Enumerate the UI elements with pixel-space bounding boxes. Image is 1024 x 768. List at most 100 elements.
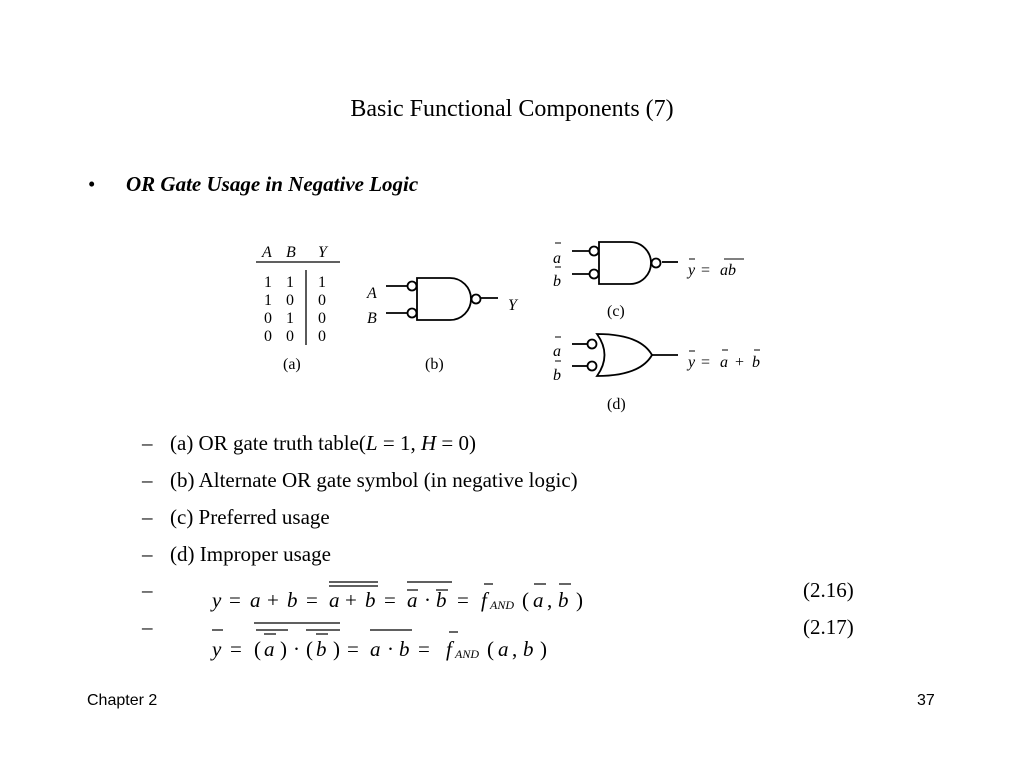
eq216-f: f bbox=[481, 588, 490, 612]
tt-r3c1: 0 bbox=[286, 328, 294, 345]
tt-r0c0: 1 bbox=[264, 274, 272, 291]
gate-b-label-y: Y bbox=[508, 297, 519, 314]
list-text-d: (d) Improper usage bbox=[170, 542, 331, 566]
eq217-y: y bbox=[210, 637, 222, 661]
gate-b-bubble-2 bbox=[406, 307, 418, 319]
eq216-eq2: = bbox=[306, 588, 318, 612]
footer-page-number: 37 bbox=[917, 692, 935, 709]
eq216-plus2: + bbox=[345, 588, 357, 612]
tt-header-y: Y bbox=[318, 244, 329, 261]
slide-title: Basic Functional Components (7) bbox=[350, 96, 674, 122]
eq216-b1: b bbox=[287, 588, 298, 612]
eq216-b4: b bbox=[558, 588, 569, 612]
list-item-c: –(c) Preferred usage bbox=[142, 505, 330, 530]
list-text-b: (b) Alternate OR gate symbol (in negativ… bbox=[170, 468, 578, 492]
tt-r2c0: 0 bbox=[264, 310, 272, 327]
list-dash: – bbox=[142, 578, 153, 602]
list-dash: – bbox=[142, 431, 153, 455]
gate-b-output-bubble bbox=[470, 293, 482, 305]
gate-b-label-b: B bbox=[367, 310, 377, 327]
eq216-dot: · bbox=[424, 588, 431, 612]
tt-r1c1: 0 bbox=[286, 292, 294, 309]
eq217-eq2: = bbox=[347, 637, 359, 661]
tt-r3c2: 0 bbox=[318, 328, 326, 345]
truth-table: A B Y 1 1 1 1 0 0 0 1 0 0 0 0 (a) bbox=[256, 244, 340, 373]
eq216-sub: AND bbox=[489, 598, 514, 612]
gate-d-bubble-2 bbox=[586, 360, 598, 372]
bullet-marker: • bbox=[88, 172, 96, 196]
eq217-f: f bbox=[446, 637, 455, 661]
eq216-y: y bbox=[210, 588, 222, 612]
tt-r3c0: 0 bbox=[264, 328, 272, 345]
equation-2-16: y = a + b = a + b = a · b = f AND ( a , … bbox=[210, 581, 583, 612]
eq216-a2: a bbox=[329, 588, 340, 612]
equation-2-17: y = ( a ) · ( b ) = a · b = f AND ( a , … bbox=[210, 622, 547, 661]
gate-d bbox=[572, 333, 678, 377]
label-c: (c) bbox=[607, 303, 625, 320]
gate-d-labels: a b y = a + b bbox=[553, 336, 760, 384]
list-dash: – bbox=[142, 542, 153, 566]
list-item-d: –(d) Improper usage bbox=[142, 542, 331, 567]
equation-number-2-17: (2.17) bbox=[803, 615, 854, 639]
gate-d-out-y: y bbox=[686, 354, 696, 371]
eq217-eq1: = bbox=[230, 637, 242, 661]
eq217-b1: b bbox=[316, 637, 327, 661]
gate-d-label-b: b bbox=[553, 367, 561, 384]
gate-d-label-a: a bbox=[553, 343, 561, 360]
list-item-eq217: – bbox=[142, 615, 170, 640]
label-b: (b) bbox=[425, 356, 444, 373]
eq216-rp: ) bbox=[576, 588, 583, 612]
list-dash: – bbox=[142, 615, 153, 639]
gate-d-out-plus: + bbox=[735, 354, 744, 371]
tt-r2c2: 0 bbox=[318, 310, 326, 327]
tt-r0c2: 1 bbox=[318, 274, 326, 291]
eq216-b3: b bbox=[436, 588, 447, 612]
list-text-a-eq1: = 1, bbox=[377, 431, 421, 455]
label-d: (d) bbox=[607, 396, 626, 413]
footer-chapter: Chapter 2 bbox=[87, 692, 158, 709]
list-dash: – bbox=[142, 505, 153, 529]
list-text-a-start: (a) OR gate truth table( bbox=[170, 431, 366, 455]
gate-b-body bbox=[416, 277, 472, 321]
tt-r2c1: 1 bbox=[286, 310, 294, 327]
gate-d-out-a: a bbox=[720, 354, 728, 371]
gate-c-out-eq: = bbox=[701, 262, 710, 279]
eq216-plus1: + bbox=[267, 588, 279, 612]
eq216-a3: a bbox=[407, 588, 418, 612]
eq217-lp2: ( bbox=[306, 637, 313, 661]
eq216-lp: ( bbox=[522, 588, 529, 612]
gate-c-bubble-2 bbox=[588, 268, 600, 280]
eq216-a4: a bbox=[533, 588, 544, 612]
eq217-b3: b bbox=[523, 637, 534, 661]
eq217-rp3: ) bbox=[540, 637, 547, 661]
eq216-comma: , bbox=[547, 588, 552, 612]
eq217-b2: b bbox=[399, 637, 410, 661]
list-item-a: –(a) OR gate truth table(L = 1, H = 0) bbox=[142, 431, 476, 456]
gate-c-out-ab: ab bbox=[720, 262, 736, 279]
gate-b-label-a: A bbox=[366, 285, 377, 302]
gate-d-body bbox=[595, 333, 654, 377]
eq216-eq4: = bbox=[457, 588, 469, 612]
gate-c-out-y: y bbox=[686, 262, 696, 279]
eq217-lp3: ( bbox=[487, 637, 494, 661]
gate-c-label-b: b bbox=[553, 273, 561, 290]
eq217-a3: a bbox=[498, 637, 509, 661]
gate-c-labels: a b y = ab bbox=[553, 242, 744, 290]
eq217-a2: a bbox=[370, 637, 381, 661]
eq216-eq1: = bbox=[229, 588, 241, 612]
eq216-b2: b bbox=[365, 588, 376, 612]
gate-d-out-b: b bbox=[752, 354, 760, 371]
gate-d-bubble-1 bbox=[586, 338, 598, 350]
eq216-eq3: = bbox=[384, 588, 396, 612]
eq217-a1: a bbox=[264, 637, 275, 661]
eq217-comma: , bbox=[512, 637, 517, 661]
list-item-eq216: – bbox=[142, 578, 170, 603]
eq217-sub: AND bbox=[454, 647, 479, 661]
gate-c-output-bubble bbox=[650, 257, 662, 269]
eq217-dot2: · bbox=[387, 637, 394, 661]
list-item-b: –(b) Alternate OR gate symbol (in negati… bbox=[142, 468, 578, 493]
equation-number-2-16: (2.16) bbox=[803, 578, 854, 602]
gate-b bbox=[386, 277, 498, 321]
section-heading: OR Gate Usage in Negative Logic bbox=[126, 172, 419, 196]
